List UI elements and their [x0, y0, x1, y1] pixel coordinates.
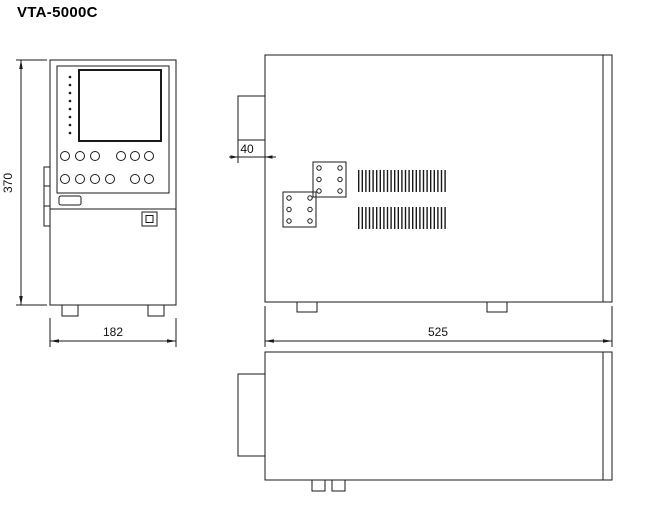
- bottom-body: [264, 351, 613, 481]
- dimension-label-40: 40: [240, 142, 254, 156]
- front-label-window: [58, 195, 82, 206]
- front-foot-left: [61, 304, 79, 317]
- front-led-column: [68, 75, 72, 135]
- arrow-down: [19, 296, 23, 305]
- side-terminal-plate-upper: [312, 161, 347, 198]
- front-keyhole-inner: [145, 215, 154, 223]
- front-hinge: [43, 166, 51, 227]
- dimension-side-protrusion: 40: [229, 140, 276, 163]
- dimension-label-525: 525: [428, 325, 448, 339]
- bottom-tab-2: [331, 479, 346, 492]
- arrow-right: [167, 339, 176, 343]
- arrow-up: [19, 60, 23, 69]
- side-foot-right: [486, 301, 508, 313]
- dimension-front-height: 370: [1, 59, 47, 306]
- bottom-tab-1: [311, 479, 326, 492]
- arrow-left: [50, 339, 59, 343]
- side-protrusion: [237, 95, 265, 141]
- arrow-right: [603, 339, 612, 343]
- arrow-left-in: [265, 155, 273, 159]
- dimension-side-width: 525: [264, 306, 613, 347]
- front-keyhole-outer: [141, 211, 158, 227]
- arrow-left: [265, 339, 274, 343]
- side-terminal-plate-lower: [282, 191, 317, 228]
- dimension-label-182: 182: [103, 325, 123, 339]
- front-view: [43, 59, 177, 317]
- bottom-protrusion: [237, 373, 265, 457]
- drawing-title: VTA-5000C: [17, 4, 98, 21]
- side-view: [237, 54, 613, 313]
- dimension-front-width: 182: [49, 318, 177, 347]
- front-screen: [78, 69, 162, 142]
- dimension-label-370: 370: [1, 173, 15, 193]
- front-panel-buttons: [60, 151, 154, 184]
- bottom-view: [237, 351, 613, 492]
- front-foot-right: [147, 304, 165, 317]
- front-bezel: [56, 65, 170, 194]
- side-foot-left: [296, 301, 318, 313]
- side-body: [264, 54, 613, 303]
- arrow-right-in: [230, 155, 238, 159]
